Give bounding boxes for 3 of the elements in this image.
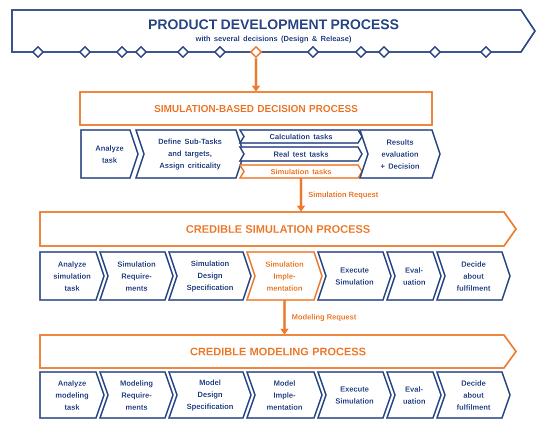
process-box: SIMULATION-BASED DECISION PROCESS [79, 91, 433, 126]
process-banner: CREDIBLE MODELING PROCESS [39, 334, 518, 369]
process-banner: CREDIBLE SIMULATION PROCESS [39, 211, 518, 247]
